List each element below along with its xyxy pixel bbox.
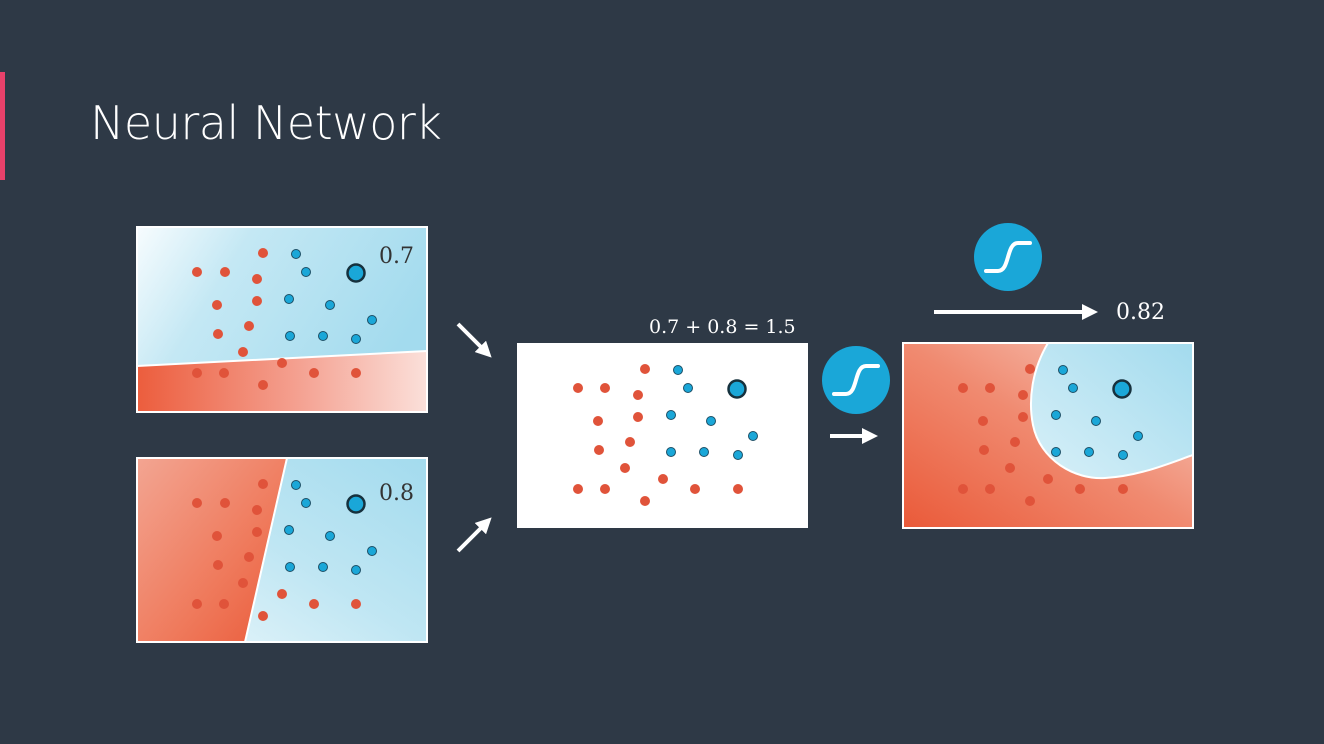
highlighted-point bbox=[1112, 379, 1132, 399]
model-1-score: 0.7 bbox=[379, 244, 414, 269]
sum-equation: 0.7 + 0.8 = 1.5 bbox=[649, 316, 796, 338]
input-arrows bbox=[456, 322, 492, 553]
accent-bar bbox=[0, 72, 5, 180]
combined-model-panel: 0.7 + 0.8 = 1.5 bbox=[517, 316, 808, 528]
output-model-panel bbox=[902, 342, 1194, 529]
model-2-score: 0.8 bbox=[379, 481, 414, 506]
positive-points bbox=[284, 249, 377, 344]
positive-points bbox=[666, 365, 758, 460]
highlighted-point bbox=[346, 263, 366, 283]
negative-points bbox=[573, 364, 743, 506]
sigmoid-icon bbox=[822, 346, 890, 414]
positive-points bbox=[284, 480, 377, 575]
negative-points bbox=[192, 248, 361, 390]
slide-title: Neural Network bbox=[90, 96, 442, 150]
highlighted-point bbox=[727, 379, 747, 399]
negative-points bbox=[192, 479, 361, 621]
input-model-panel-2: 0.8 bbox=[136, 457, 428, 643]
input-model-panel-1: 0.7 bbox=[136, 226, 428, 413]
sigmoid-icon bbox=[974, 223, 1042, 291]
output-value: 0.82 bbox=[1116, 300, 1165, 325]
positive-points bbox=[1051, 365, 1143, 460]
highlighted-point bbox=[346, 494, 366, 514]
negative-points bbox=[958, 364, 1128, 506]
